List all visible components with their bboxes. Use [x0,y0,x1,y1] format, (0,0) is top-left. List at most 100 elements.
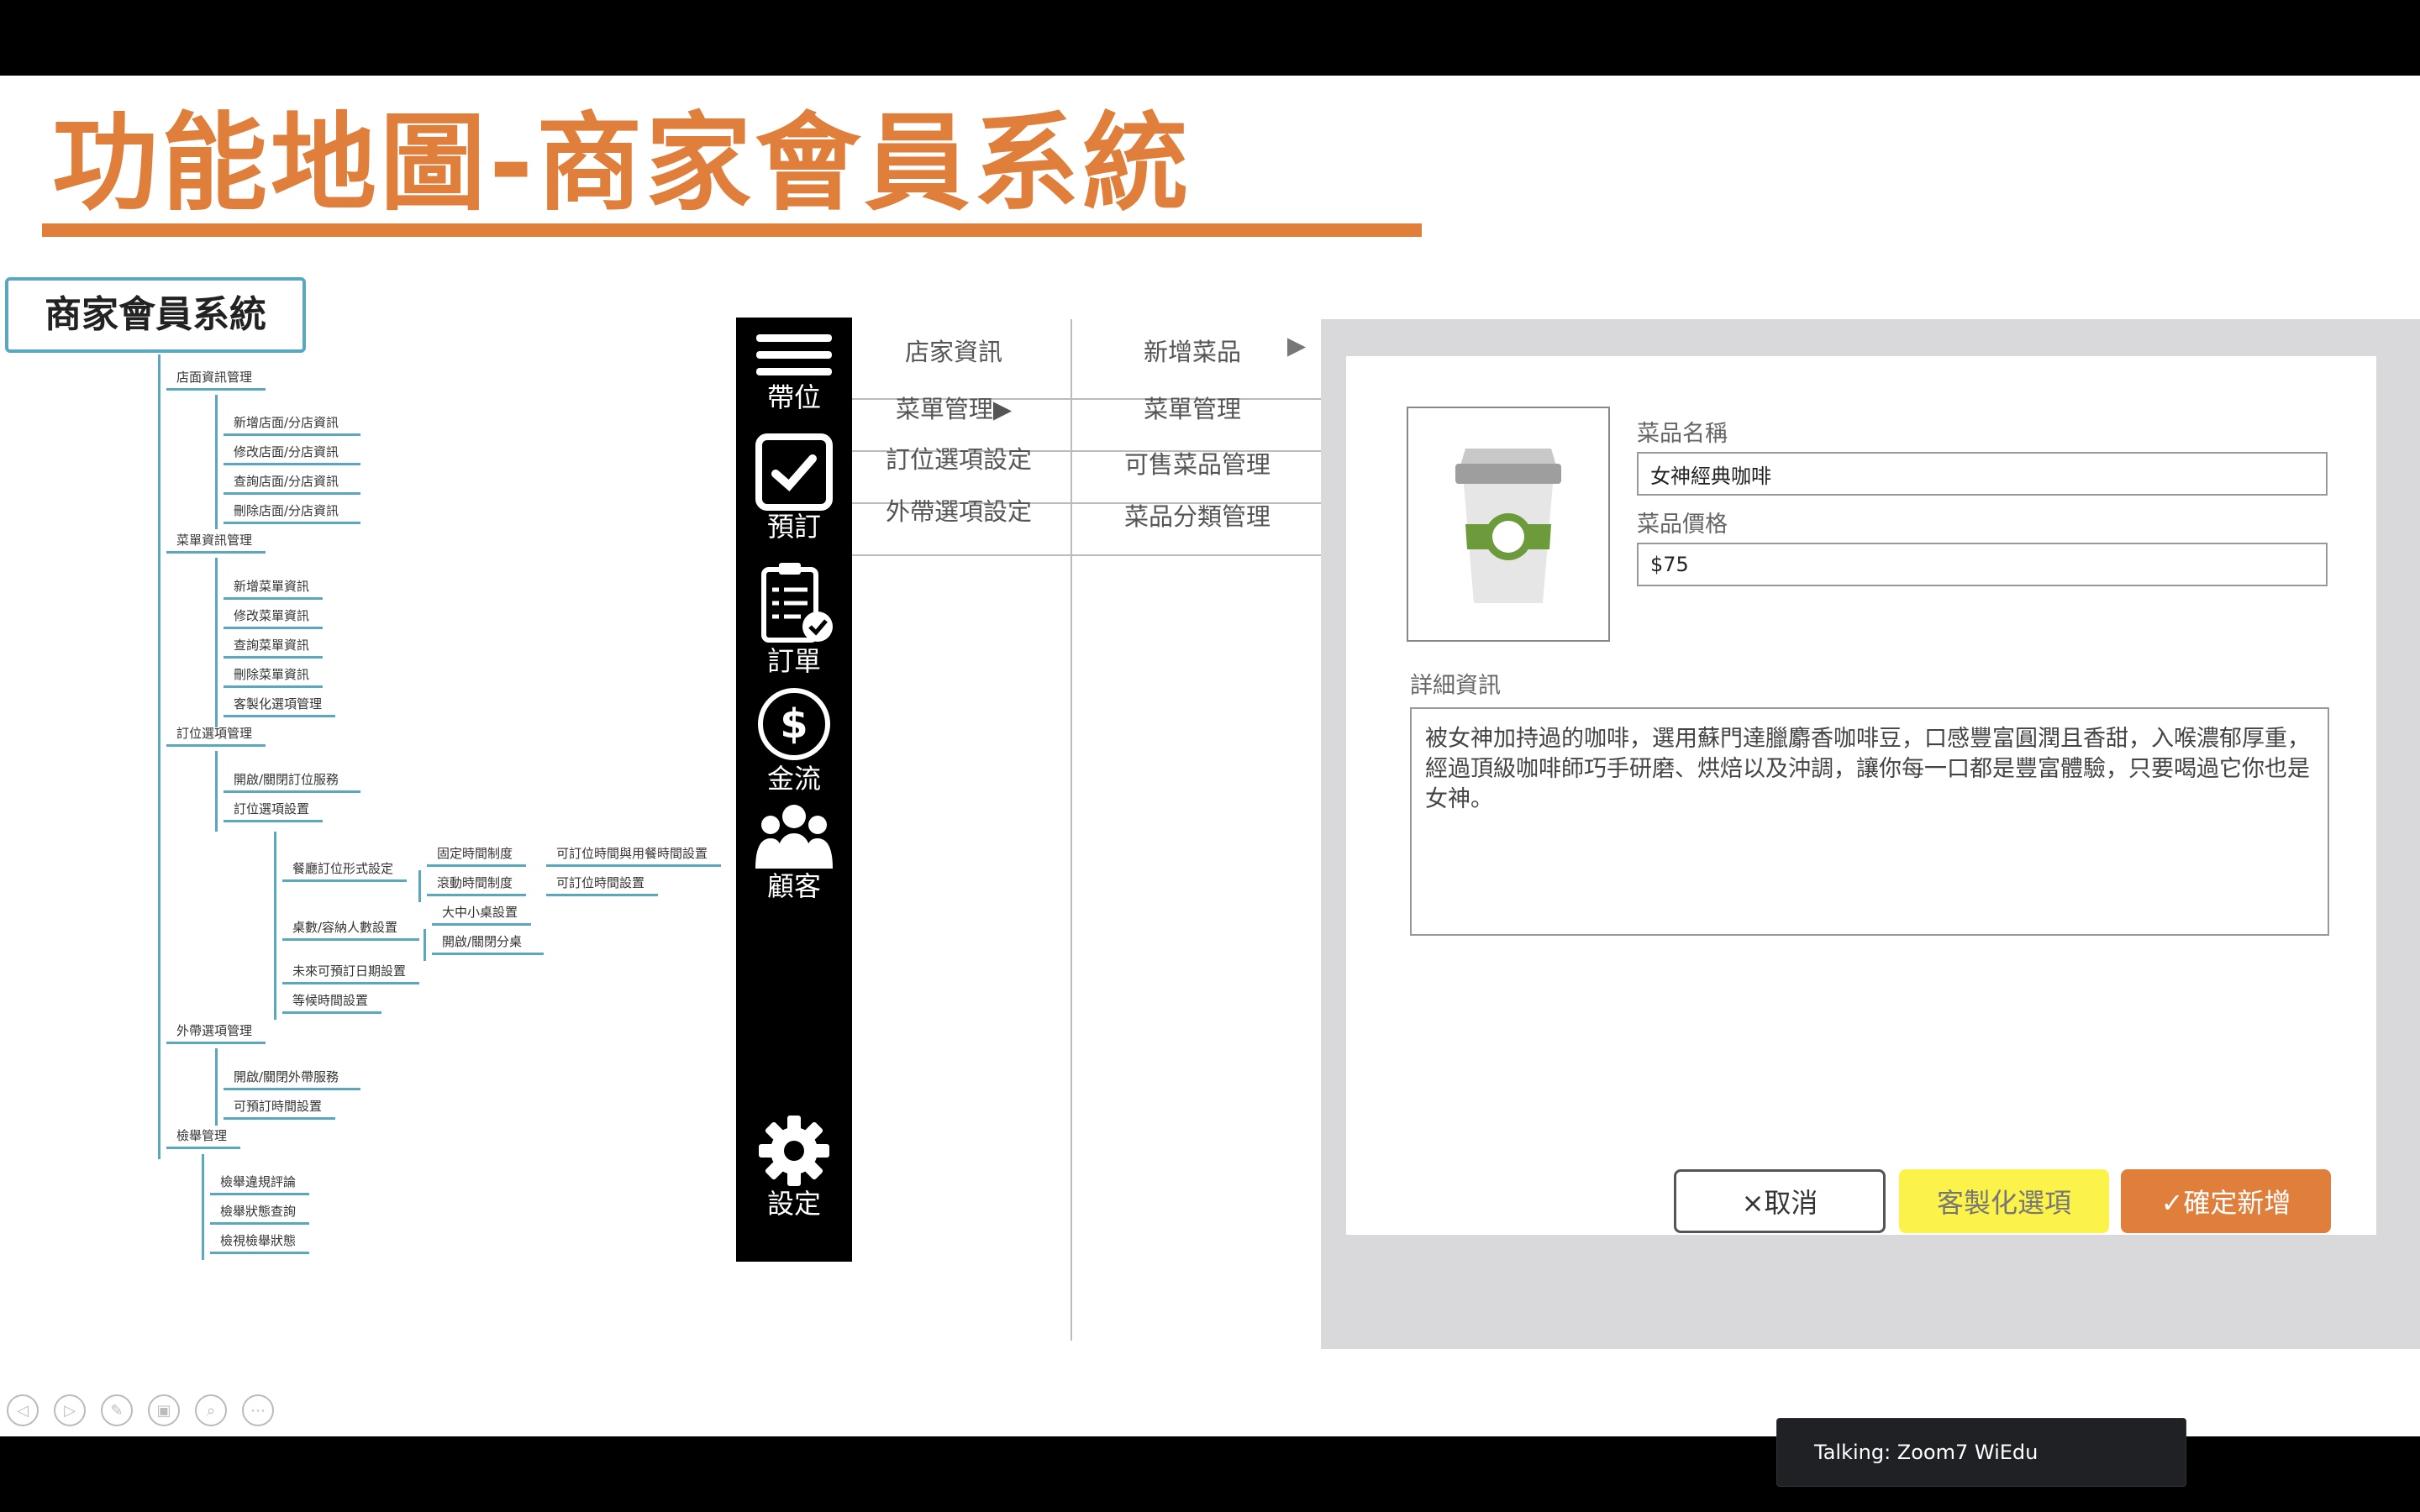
mindmap-node: 訂位選項設置 [234,801,310,816]
mindmap-connector [215,751,218,832]
mindmap-node: 刪除菜單資訊 [234,667,310,682]
mindmap-connector [224,597,323,600]
sidebar-item-customers[interactable]: 顧客 [736,803,852,902]
mindmap-connector [215,1048,218,1126]
mindmap-node: 桌數/容納人數設置 [292,920,398,935]
prev-slide-icon[interactable]: ◁ [7,1394,39,1426]
mindmap-node: 可預訂時間設置 [234,1099,323,1114]
dish-detail-textarea[interactable]: 被女神加持過的咖啡，選用蘇門達臘麝香咖啡豆，口感豐富圓潤且香甜，入喉濃郁厚重，經… [1410,707,2329,936]
mindmap-connector [224,522,360,524]
people-icon [755,805,833,869]
dish-price-label: 菜品價格 [1637,512,1728,538]
mindmap-connector [424,929,426,961]
talking-indicator: Talking: Zoom7 WiEdu [1776,1418,2186,1487]
menu-item-store-info[interactable]: 店家資訊 [904,338,1002,366]
mindmap-node: 菜單資訊管理 [176,533,253,548]
confirm-add-button[interactable]: ✓確定新增 [2121,1169,2331,1233]
title-underline [42,223,1422,237]
menu-item-takeout-options[interactable]: 外帶選項設定 [885,497,1032,526]
menu-item-sellable-dishes[interactable]: 可售菜品管理 [1123,450,1270,479]
mindmap-connector [224,433,360,436]
mindmap-node: 查詢菜單資訊 [234,638,310,653]
zoom-icon[interactable]: ⌕ [195,1394,227,1426]
dish-name-field[interactable]: 女神經典咖啡 [1637,452,2328,496]
dish-price-field[interactable]: $75 [1637,543,2328,586]
menu-item-label: 菜單管理 [895,395,993,423]
mindmap-connector [546,894,658,896]
pen-icon[interactable]: ✎ [101,1394,133,1426]
mindmap-connector [224,1117,335,1120]
mindmap-node: 新增菜單資訊 [234,579,310,594]
mindmap-connector [224,715,335,717]
gear-icon [759,1116,829,1186]
sidebar-item-settings[interactable]: 設定 [736,1114,852,1220]
mindmap-connector [224,492,360,495]
mindmap-node: 固定時間制度 [437,846,513,861]
mindmap-connector [546,864,721,867]
mindmap-connector [166,1147,240,1149]
mindmap-connector [224,685,323,688]
menu-item-menu-mgmt[interactable]: 菜單管理▶ [865,390,1042,425]
mindmap-connector [210,1252,309,1254]
mindmap-connector [427,894,526,896]
mindmap-connector [432,923,531,926]
menu-divider [852,502,1323,504]
mindmap-node: 餐廳訂位形式設定 [292,861,394,876]
menu-item-menu-management[interactable]: 菜單管理 [1143,395,1241,423]
chevron-right-icon: ▶ [1286,331,1307,360]
mindmap-node: 開啟/關閉分桌 [442,934,523,949]
customize-options-button[interactable]: 客製化選項 [1899,1169,2109,1233]
mindmap-node: 滾動時間制度 [437,875,513,890]
sidebar-label: 金流 [766,763,821,795]
menu-item-dish-categories[interactable]: 菜品分類管理 [1123,502,1270,531]
mindmap-node: 可訂位時間設置 [556,875,645,890]
cancel-button[interactable]: ×取消 [1674,1169,1886,1233]
mindmap-connector [432,953,544,955]
menu-divider [852,398,1323,400]
mindmap-node: 大中小桌設置 [442,905,518,920]
sidebar-item-orders[interactable]: 訂單 [736,561,852,677]
add-dish-form: 菜品名稱 女神經典咖啡 菜品價格 $75 詳細資訊 被女神加持過的咖啡，選用蘇門… [1346,356,2376,1235]
menu-item-reserve-options[interactable]: 訂位選項設定 [885,445,1032,474]
dollar-icon: $ [758,688,830,760]
mindmap-connector [282,938,419,941]
mindmap-node: 修改菜單資訊 [234,608,310,623]
mindmap-connector [224,627,323,629]
sidebar-item-payments[interactable]: $ 金流 [736,685,852,795]
dish-image[interactable] [1407,407,1610,642]
slides-icon[interactable]: ▣ [148,1394,180,1426]
mindmap-connector [224,1088,360,1090]
mindmap-connector [224,820,323,822]
sidebar-label: 訂單 [766,645,821,677]
mindmap-root: 商家會員系統 [5,277,306,353]
mindmap-node: 查詢店面/分店資訊 [234,474,339,489]
add-dish-panel: 菜品名稱 女神經典咖啡 菜品價格 $75 詳細資訊 被女神加持過的咖啡，選用蘇門… [1321,319,2420,1349]
mindmap-node: 開啟/關閉外帶服務 [234,1069,339,1084]
menu-divider [1071,319,1072,1341]
mindmap-connector [274,832,276,1020]
next-slide-icon[interactable]: ▷ [54,1394,86,1426]
coffee-cup-icon [1455,449,1561,603]
mindmap-node: 修改店面/分店資訊 [234,444,339,459]
mindmap-connector [282,879,407,882]
dish-name-label: 菜品名稱 [1637,421,1728,447]
menu-item-add-dish[interactable]: 新增菜品 [1143,338,1241,366]
clipboard-icon [761,563,833,643]
sidebar-item-seating[interactable]: 帶位 [736,331,852,413]
mindmap-connector [166,744,266,747]
sidebar-item-reservation[interactable]: 預訂 [736,433,852,543]
mindmap-node: 刪除店面/分店資訊 [234,503,339,518]
mindmap-node: 訂位選項管理 [176,726,253,741]
slide: 功能地圖-商家會員系統 商家會員系統 店面資訊管理新增店面/分店資訊修改店面/分… [0,76,2420,1436]
page-title: 功能地圖-商家會員系統 [52,102,1192,225]
checkbox-icon [755,433,833,511]
mindmap-node: 檢舉違規評論 [220,1174,297,1189]
mindmap-node: 可訂位時間與用餐時間設置 [556,846,708,861]
mindmap-connector [166,388,266,391]
sidebar-label: 顧客 [766,870,821,902]
mindmap-node: 新增店面/分店資訊 [234,415,339,430]
sidebar: 帶位 預訂 訂單 $ 金流 [736,318,852,1262]
mindmap-connector [224,656,323,659]
mindmap-connector [224,790,360,793]
more-icon[interactable]: ⋯ [242,1394,274,1426]
